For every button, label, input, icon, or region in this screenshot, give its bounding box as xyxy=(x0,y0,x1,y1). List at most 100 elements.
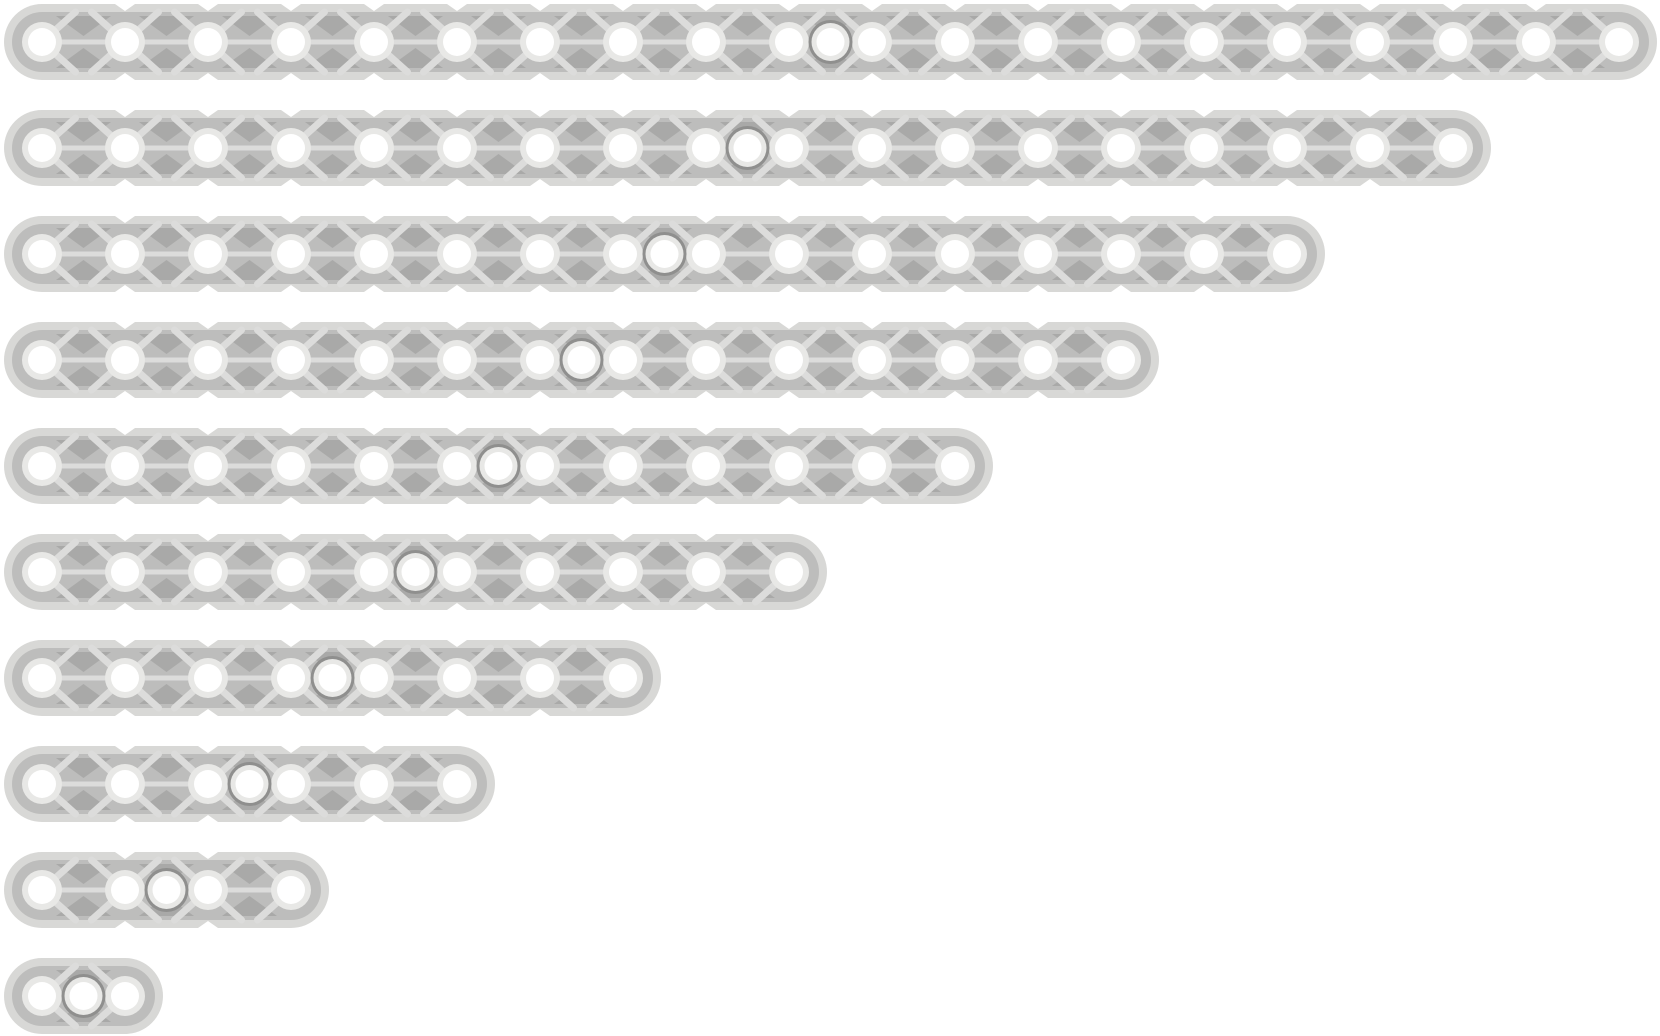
edge-notch xyxy=(364,179,384,186)
hole xyxy=(194,558,222,586)
edge-notch xyxy=(696,391,716,398)
hole xyxy=(775,28,803,56)
hole xyxy=(941,452,969,480)
hole xyxy=(277,240,305,268)
edge-notch xyxy=(281,216,301,223)
hole xyxy=(28,28,56,56)
hole xyxy=(1356,134,1384,162)
hole xyxy=(111,876,139,904)
edge-notch xyxy=(1360,179,1380,186)
edge-notch xyxy=(779,391,799,398)
hole xyxy=(28,770,56,798)
edge-notch xyxy=(1194,73,1214,80)
hole xyxy=(609,346,637,374)
hole xyxy=(692,558,720,586)
hole xyxy=(692,28,720,56)
edge-notch xyxy=(779,428,799,435)
hole xyxy=(360,28,388,56)
center-hole xyxy=(152,876,181,904)
edge-notch xyxy=(696,428,716,435)
edge-notch xyxy=(613,534,633,541)
hole xyxy=(360,558,388,586)
hole xyxy=(1190,240,1218,268)
hole xyxy=(360,134,388,162)
hole xyxy=(526,664,554,692)
edge-notch xyxy=(115,709,135,716)
hole xyxy=(443,28,471,56)
edge-notch xyxy=(862,110,882,117)
edge-notch xyxy=(613,497,633,504)
hole xyxy=(443,240,471,268)
edge-notch xyxy=(281,179,301,186)
hole xyxy=(28,452,56,480)
hole xyxy=(194,346,222,374)
edge-notch xyxy=(198,640,218,647)
hole xyxy=(1522,28,1550,56)
hole xyxy=(1024,240,1052,268)
edge-notch xyxy=(281,391,301,398)
hole xyxy=(111,982,139,1010)
edge-notch xyxy=(530,640,550,647)
beam-8-hole xyxy=(4,640,661,716)
hole xyxy=(360,346,388,374)
edge-notch xyxy=(613,4,633,11)
edge-notch xyxy=(1111,110,1131,117)
center-hole xyxy=(235,770,264,798)
hole xyxy=(941,240,969,268)
edge-notch xyxy=(862,428,882,435)
hole xyxy=(1273,28,1301,56)
edge-notch xyxy=(945,110,965,117)
edge-notch xyxy=(696,110,716,117)
edge-notch xyxy=(115,110,135,117)
edge-notch xyxy=(530,4,550,11)
edge-notch xyxy=(862,216,882,223)
hole xyxy=(111,770,139,798)
edge-notch xyxy=(779,179,799,186)
edge-notch xyxy=(1277,179,1297,186)
hole xyxy=(692,134,720,162)
hole xyxy=(1107,134,1135,162)
hole xyxy=(609,664,637,692)
hole xyxy=(111,28,139,56)
edge-notch xyxy=(696,179,716,186)
hole xyxy=(28,982,56,1010)
edge-notch xyxy=(198,603,218,610)
hole xyxy=(360,452,388,480)
edge-notch xyxy=(447,428,467,435)
hole xyxy=(1190,28,1218,56)
hole xyxy=(277,770,305,798)
hole xyxy=(858,134,886,162)
hole xyxy=(526,240,554,268)
edge-notch xyxy=(115,179,135,186)
edge-notch xyxy=(281,709,301,716)
hole xyxy=(526,346,554,374)
edge-notch xyxy=(364,709,384,716)
edge-notch xyxy=(364,73,384,80)
edge-notch xyxy=(364,746,384,753)
edge-notch xyxy=(115,285,135,292)
edge-notch xyxy=(1194,216,1214,223)
hole xyxy=(111,240,139,268)
edge-notch xyxy=(862,391,882,398)
hole xyxy=(775,134,803,162)
hole xyxy=(111,346,139,374)
edge-notch xyxy=(198,285,218,292)
edge-notch xyxy=(945,391,965,398)
edge-notch xyxy=(447,640,467,647)
center-hole xyxy=(401,558,430,586)
edge-notch xyxy=(198,746,218,753)
edge-notch xyxy=(281,110,301,117)
edge-notch xyxy=(696,216,716,223)
beam-16-hole xyxy=(4,216,1325,292)
hole xyxy=(526,452,554,480)
edge-notch xyxy=(1443,4,1463,11)
hole xyxy=(360,770,388,798)
hole xyxy=(111,134,139,162)
edge-notch xyxy=(1028,73,1048,80)
edge-notch xyxy=(1360,73,1380,80)
edge-notch xyxy=(1028,110,1048,117)
hole xyxy=(941,134,969,162)
edge-notch xyxy=(198,322,218,329)
edge-notch xyxy=(115,640,135,647)
